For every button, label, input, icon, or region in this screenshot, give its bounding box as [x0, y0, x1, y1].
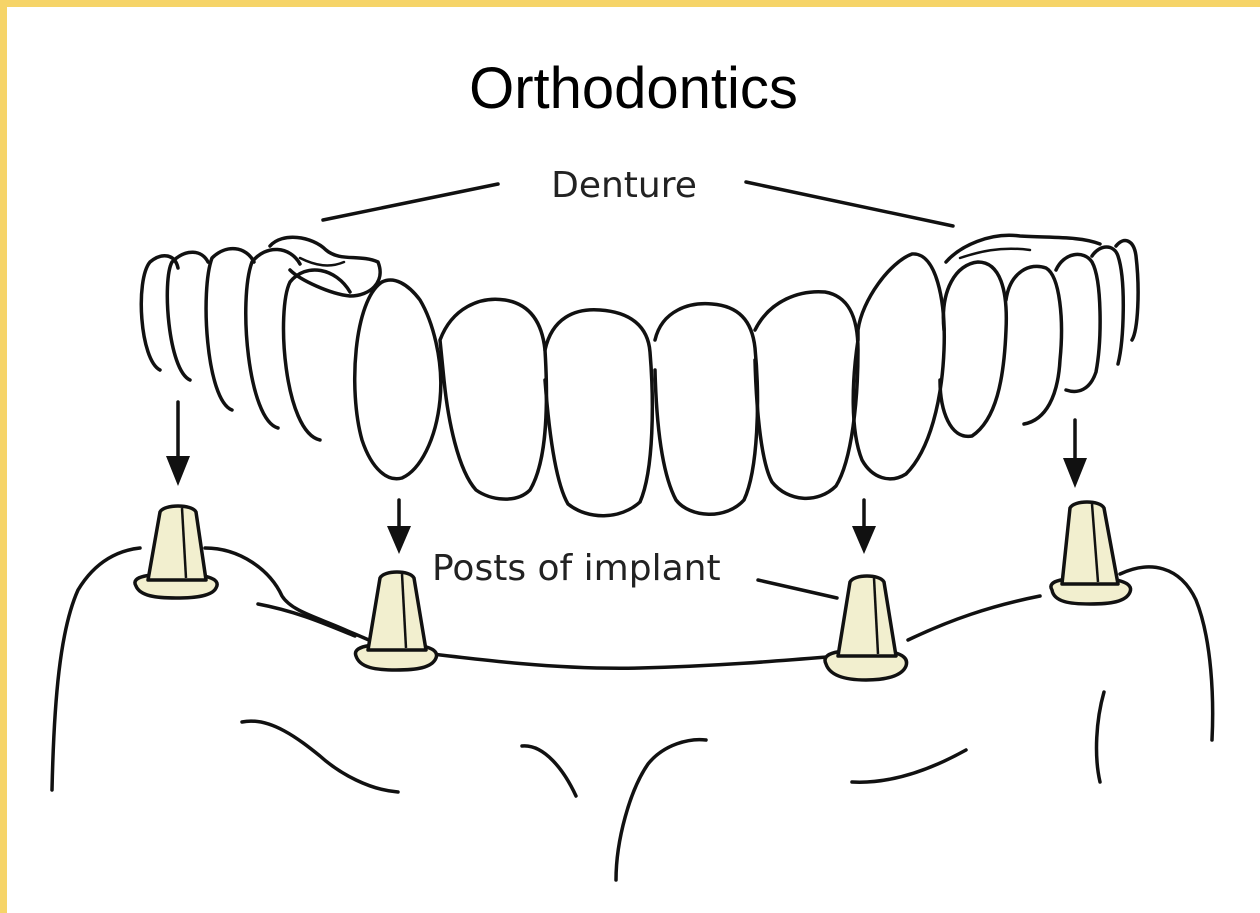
implant-posts — [135, 502, 1131, 680]
implant-post-1 — [135, 506, 217, 598]
teeth-front — [355, 254, 945, 516]
denture-leader-right — [746, 182, 953, 226]
implant-post-2 — [355, 572, 436, 670]
gum-ridge-left — [258, 604, 355, 636]
jaw-contours — [242, 692, 1104, 880]
posts-label: Posts of implant — [432, 548, 721, 589]
implant-post-4 — [1051, 502, 1131, 604]
arrow-heads — [166, 456, 1087, 554]
teeth-right-back — [940, 235, 1138, 436]
denture-leader-left — [323, 184, 498, 220]
implant-post-3 — [825, 576, 907, 680]
denture-label: Denture — [551, 165, 697, 206]
arrows — [178, 402, 1075, 546]
posts-leader — [758, 580, 837, 598]
